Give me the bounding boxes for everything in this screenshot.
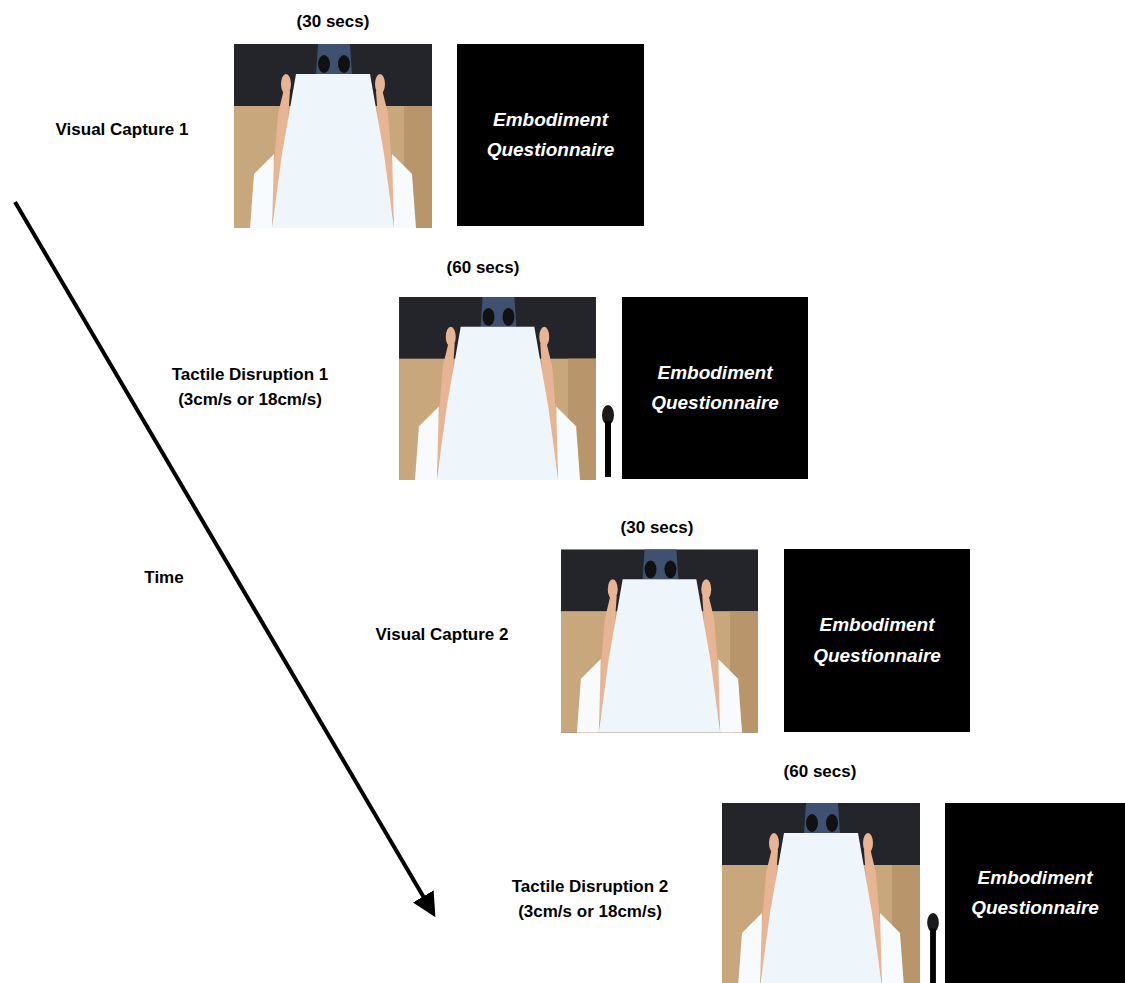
questionnaire-text: Embodiment Questionnaire [802, 610, 952, 671]
stage-label: Tactile Disruption 1 [172, 365, 329, 385]
questionnaire-text: Embodiment Questionnaire [476, 105, 626, 166]
duration-label: (30 secs) [621, 518, 694, 538]
participant-photo [722, 803, 920, 983]
questionnaire-box: Embodiment Questionnaire [945, 803, 1125, 983]
stage-label: (3cm/s or 18cm/s) [178, 390, 322, 410]
participant-photo [399, 297, 596, 480]
questionnaire-text: Embodiment Questionnaire [640, 358, 790, 419]
questionnaire-box: Embodiment Questionnaire [622, 297, 808, 479]
duration-label: (60 secs) [447, 258, 520, 278]
stage-label: (3cm/s or 18cm/s) [518, 902, 662, 922]
participant-photo [234, 44, 432, 228]
brush-symbol [602, 405, 614, 477]
questionnaire-box: Embodiment Questionnaire [784, 549, 970, 732]
duration-label: (60 secs) [784, 762, 857, 782]
duration-label: (30 secs) [297, 12, 370, 32]
axis-label: Time [144, 568, 183, 588]
questionnaire-box: Embodiment Questionnaire [457, 44, 644, 226]
participant-photo [561, 549, 758, 732]
questionnaire-text: Embodiment Questionnaire [960, 863, 1110, 924]
brush-symbol [927, 913, 939, 983]
stage-label: Tactile Disruption 2 [512, 877, 669, 897]
time-arrow [15, 202, 433, 913]
stage-label: Visual Capture 1 [56, 120, 189, 140]
stage-label: Visual Capture 2 [376, 625, 509, 645]
